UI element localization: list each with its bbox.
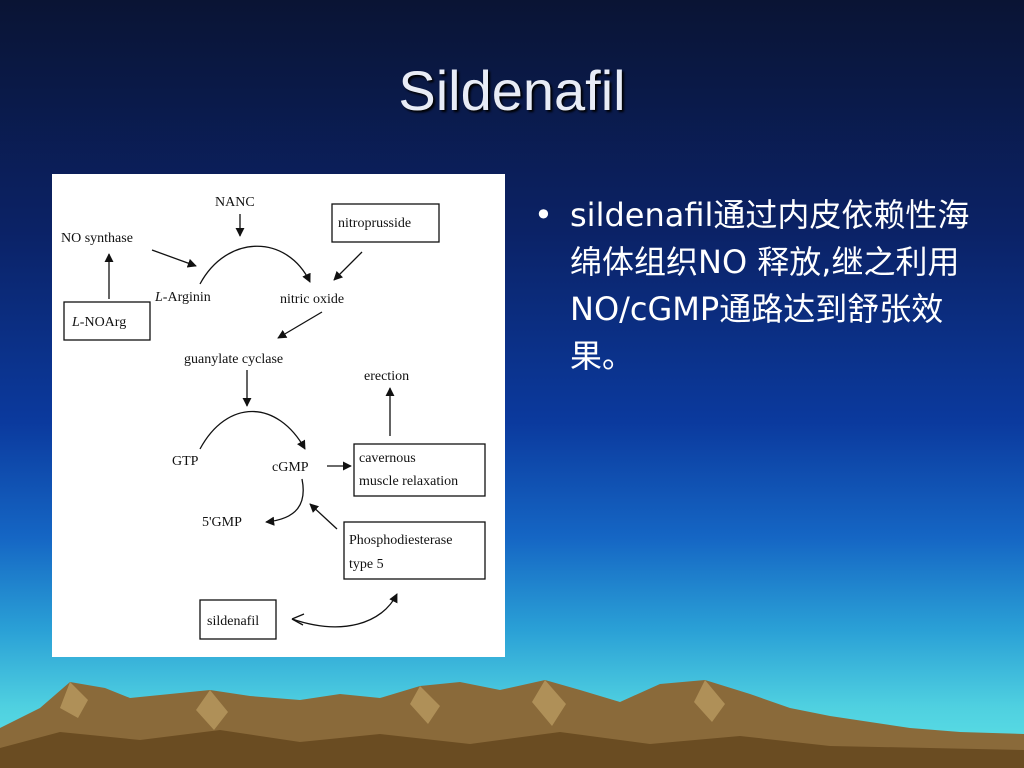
- arc-arginin-to-nitric-oxide: [199, 245, 311, 285]
- sildenafil-box: [199, 599, 277, 640]
- l-arginin-prefix: L: [154, 290, 163, 305]
- no-synthase-label: NO synthase: [61, 231, 133, 246]
- muscle-relaxation-label: muscle relaxation: [359, 474, 458, 489]
- bullet-text: sildenafil通过内皮依赖性海绵体组织NO 释放,继之利用NO/cGMP通…: [570, 196, 970, 375]
- nitric-oxide-label: nitric oxide: [280, 292, 344, 307]
- nitroprusside-box: [331, 203, 440, 243]
- pathway-diagram: NANC NO synthase nitroprusside L-Arginin…: [52, 174, 505, 657]
- l-arginin-text: -Arginin: [163, 290, 211, 305]
- bullet-marker: •: [534, 196, 553, 234]
- gtp-label: GTP: [172, 454, 199, 469]
- type5-label: type 5: [349, 557, 384, 572]
- pathway-diagram-svg: NANC NO synthase nitroprusside L-Arginin…: [61, 195, 486, 640]
- slide-title: Sildenafil: [398, 59, 626, 122]
- arc-sildenafil-to-pde: [291, 593, 398, 628]
- arrowhead-sildenafil-left: [291, 613, 305, 626]
- nitroprusside-label: nitroprusside: [338, 216, 411, 231]
- noarg-prefix: L: [71, 315, 80, 330]
- guanylate-cyclase-label: guanylate cyclase: [184, 352, 283, 367]
- nanc-label: NANC: [215, 195, 255, 210]
- noarg-label: L-NOArg: [71, 315, 126, 330]
- mountain-range: [0, 680, 1024, 768]
- l-arginin-label: L-Arginin: [154, 290, 211, 305]
- noarg-text: -NOArg: [80, 315, 126, 330]
- sildenafil-diagram-label: sildenafil: [207, 614, 259, 629]
- arc-cgmp-to-5gmp: [265, 478, 304, 526]
- phosphodiesterase-label: Phosphodiesterase: [349, 533, 452, 548]
- five-gmp-label: 5'GMP: [202, 515, 242, 530]
- cavernous-box: [353, 443, 486, 497]
- cavernous-label: cavernous: [359, 451, 416, 466]
- arrow-nitroprusside-to-no: [333, 251, 363, 281]
- cgmp-label: cGMP: [272, 460, 309, 475]
- erection-label: erection: [364, 369, 409, 384]
- noarg-box: [63, 301, 151, 341]
- arrow-nosynthase-to-arginin: [151, 249, 197, 268]
- arrow-pde-to-cgmp: [309, 503, 338, 530]
- arrow-no-to-guanylate: [277, 311, 323, 339]
- arc-gtp-to-cgmp: [199, 411, 306, 450]
- mountain-front: [0, 730, 1024, 768]
- phosphodiesterase-box: [343, 521, 486, 580]
